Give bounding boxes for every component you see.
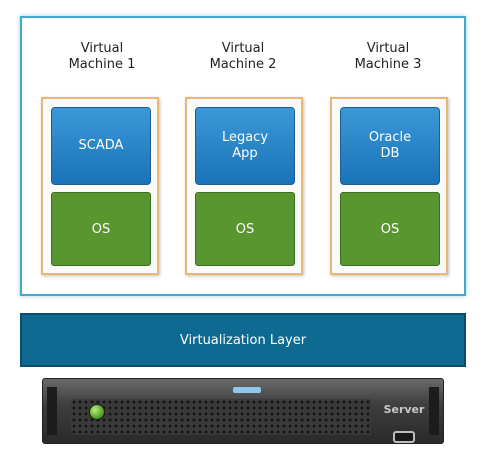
vm-2-title: Virtual Machine 2	[209, 41, 277, 72]
server-right-ear	[429, 387, 439, 435]
vm-3-box: Oracle DB OS	[330, 97, 448, 275]
vm-3-os-block: OS	[340, 192, 440, 266]
server-vent-grille	[71, 399, 371, 435]
vm-2-os-block: OS	[195, 192, 295, 266]
power-led-icon	[89, 404, 105, 420]
vm-1-title: Virtual Machine 1	[68, 41, 136, 72]
server-unit: Server	[42, 378, 444, 444]
server-handle	[233, 387, 261, 393]
vm-1-os-block: OS	[51, 192, 151, 266]
vm-1-app-block: SCADA	[51, 107, 151, 185]
virtualization-layer: Virtualization Layer	[20, 313, 466, 367]
server-label: Server	[383, 403, 425, 416]
vm-3-title: Virtual Machine 3	[354, 41, 422, 72]
vm-1-box: SCADA OS	[41, 97, 159, 275]
vm-2-app-block: Legacy App	[195, 107, 295, 185]
server-left-ear	[47, 387, 57, 435]
virtualization-layer-label: Virtualization Layer	[179, 332, 307, 348]
server-port-icon	[393, 431, 415, 443]
vm-3-app-block: Oracle DB	[340, 107, 440, 185]
vm-2-box: Legacy App OS	[185, 97, 303, 275]
